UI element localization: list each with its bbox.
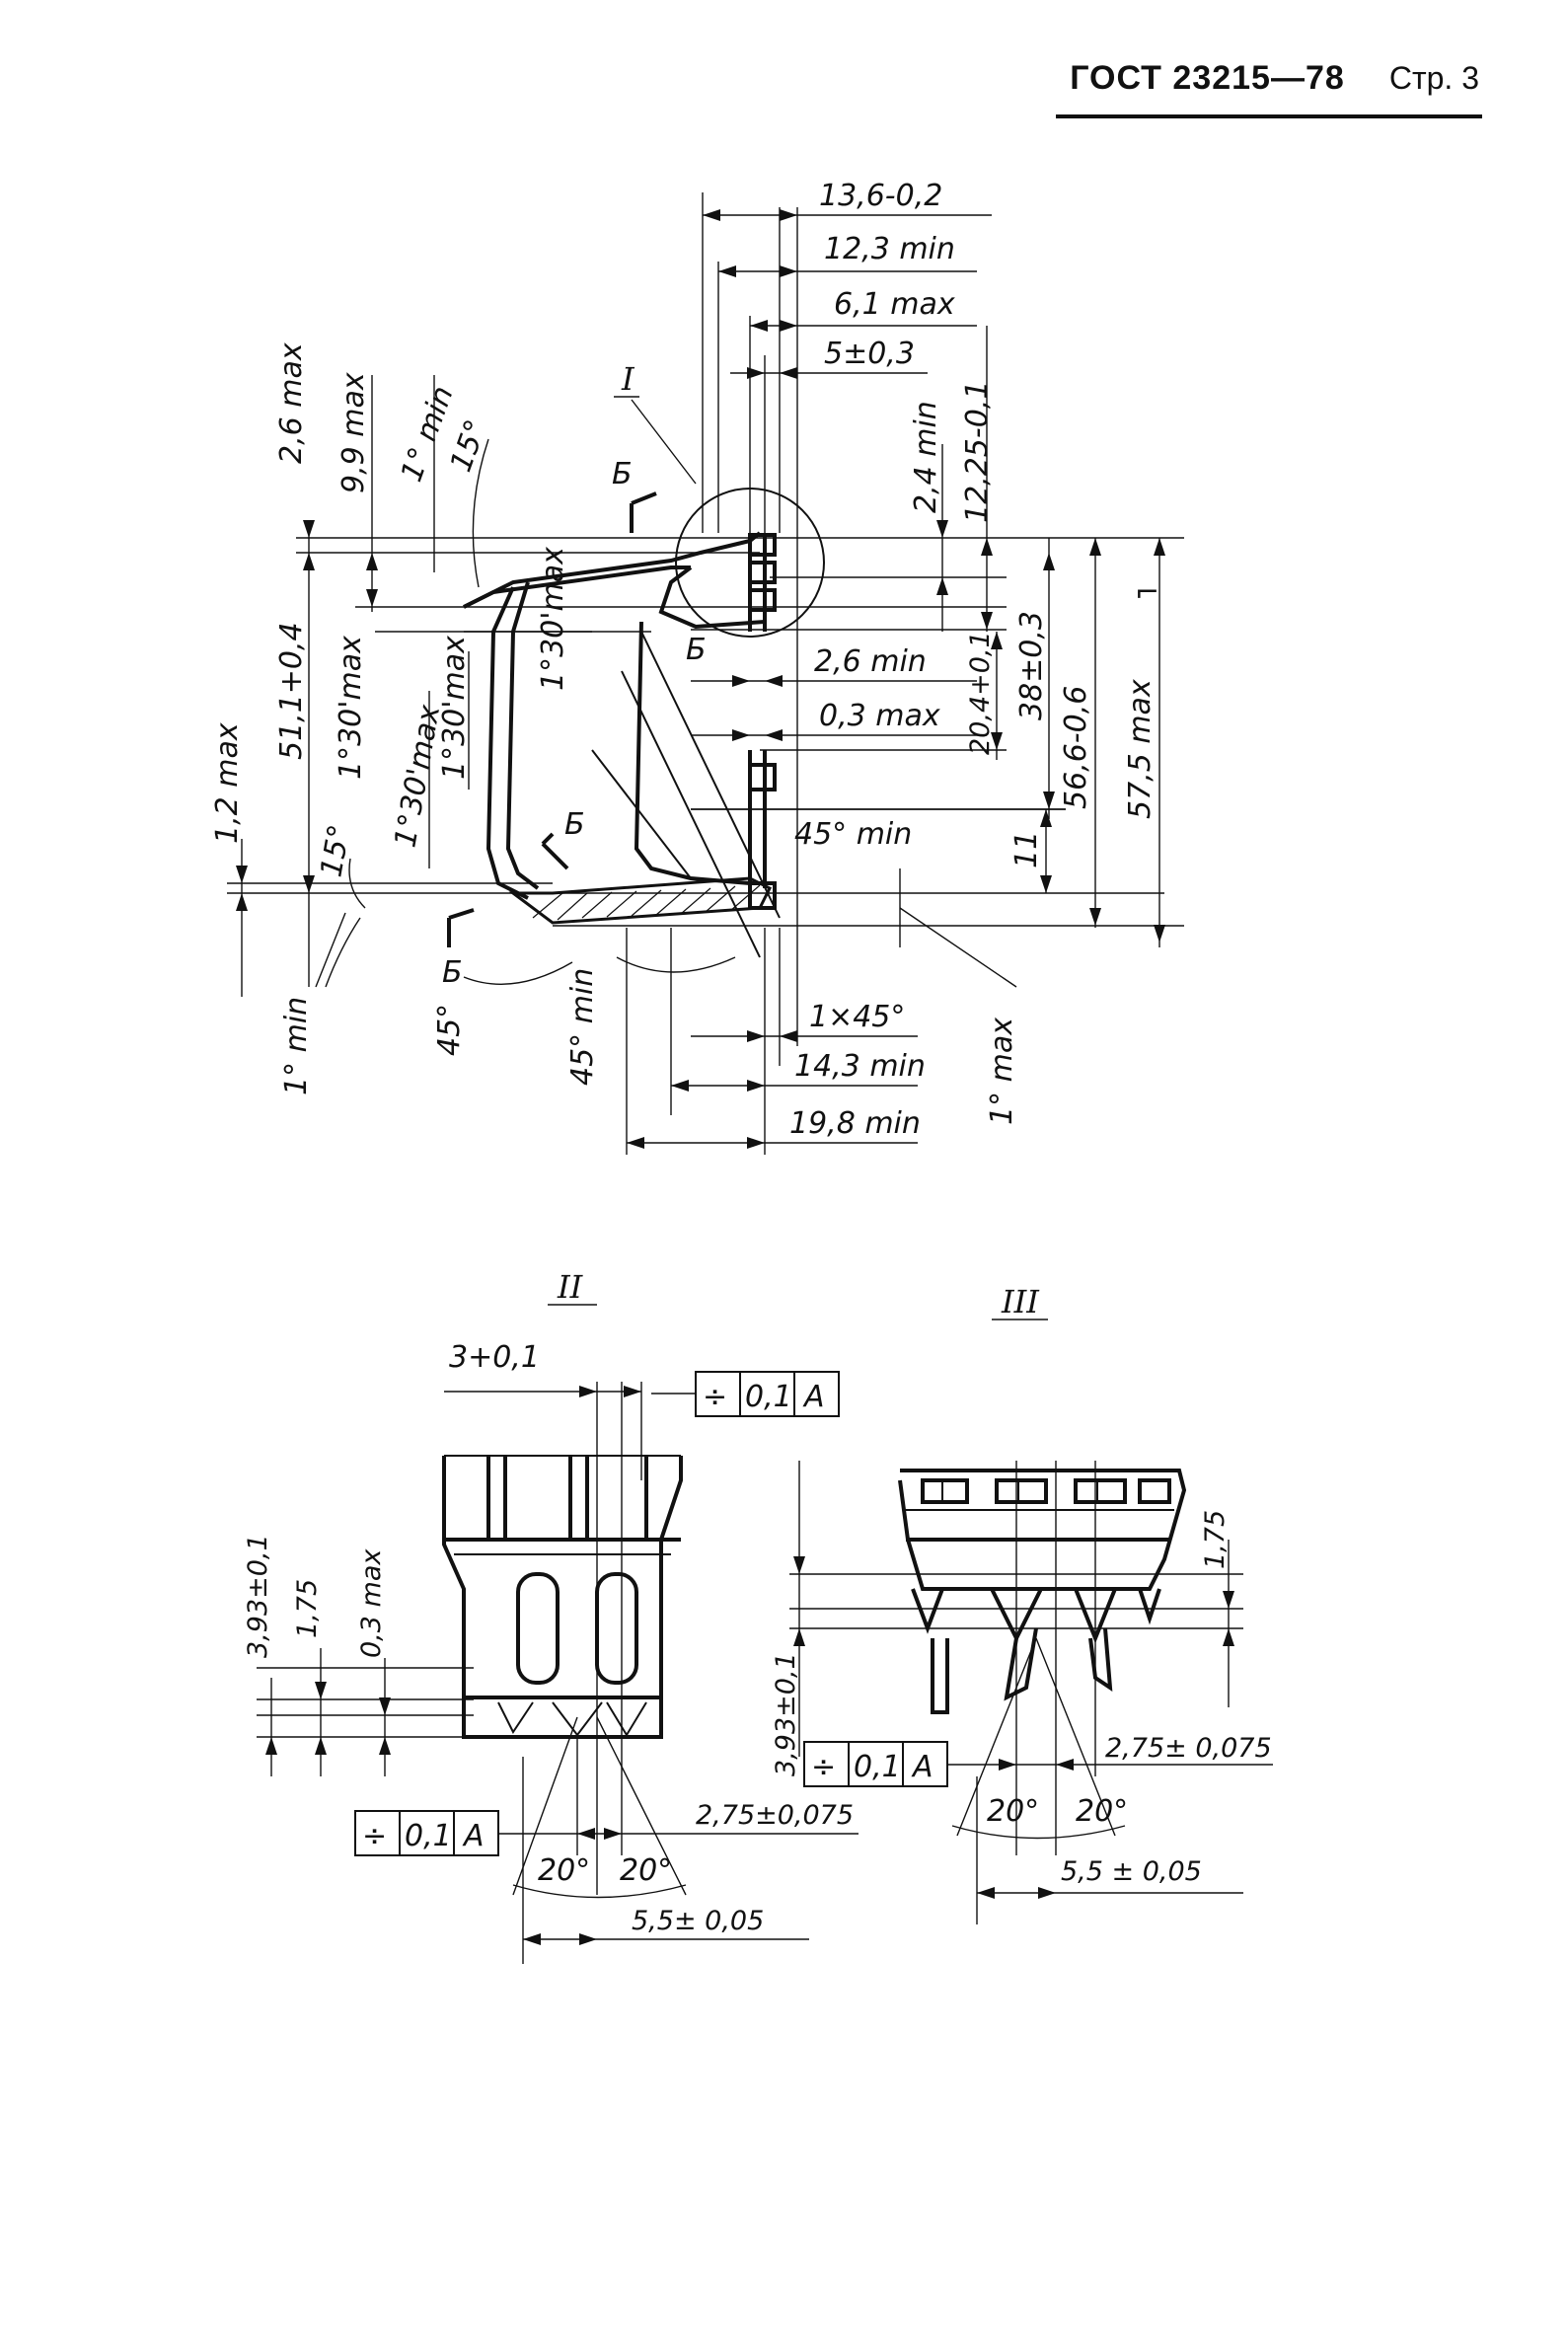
dim-1deg-min-bottom: 1° min (279, 997, 314, 1095)
dim-2-75-III: 2,75± 0,075 (1105, 1733, 1272, 1764)
dim-5-5-II: 5,5± 0,05 (632, 1906, 764, 1936)
dim-56-6: 56,6-0,6 (1059, 686, 1093, 809)
dim-1deg30-d: 1°30'max (536, 547, 570, 691)
dim-2-6-max: 2,6 max (274, 342, 309, 464)
dim-1deg30-a: 1°30'max (334, 636, 368, 780)
hook-mark: ⌐ (1135, 575, 1159, 610)
dim-1-2-max: 1,2 max (210, 722, 245, 844)
dim-2-4-min: 2,4 min (909, 401, 943, 513)
dim-12-3: 12,3 min (824, 232, 955, 266)
detail-label-III: III (1001, 1283, 1040, 1320)
detail-view-III: III 3,93±0,1 1,75 (771, 1283, 1273, 1924)
dim-1x45: 1×45° (809, 1000, 905, 1034)
dim-2-75-II: 2,75±0,075 (696, 1800, 854, 1831)
svg-text:A: A (911, 1750, 933, 1784)
section-marker-top: Б (612, 457, 633, 491)
svg-text:÷: ÷ (703, 1380, 727, 1414)
svg-text:0,1: 0,1 (854, 1750, 901, 1784)
svg-text:÷: ÷ (811, 1750, 836, 1784)
dim-1-75-III: 1,75 (1200, 1510, 1231, 1569)
dim-5: 5±0,3 (824, 337, 915, 371)
dim-20-4: 20,4+0,1 (965, 631, 996, 755)
section-marker-mid: Б (686, 633, 707, 667)
dim-11: 11 (1009, 831, 1044, 868)
dim-20deg-III-a: 20° (987, 1794, 1039, 1829)
dim-20deg-II-a: 20° (538, 1853, 590, 1888)
dim-45deg-min-right: 45° min (794, 817, 912, 852)
page-header: ГОСТ 23215—78 Стр. 3 (1070, 59, 1479, 98)
dim-0-3-max: 0,3 max (819, 699, 940, 733)
svg-text:0,1: 0,1 (745, 1380, 792, 1414)
dim-15deg-bottom: 15° (314, 822, 357, 879)
standard-number: ГОСТ 23215—78 (1070, 59, 1345, 97)
dim-6-1: 6,1 max (834, 287, 955, 322)
detail-label-I: I (621, 360, 635, 398)
dim-5-5-III: 5,5 ± 0,05 (1061, 1856, 1202, 1887)
tolerance-frame-III: ÷ 0,1 A (803, 1741, 1273, 1787)
dim-1deg-max: 1° max (985, 1018, 1019, 1125)
dim-1-75-II: 1,75 (292, 1579, 323, 1638)
dim-2-6-min: 2,6 min (814, 644, 927, 679)
tolerance-frame-II-bottom: ÷ 0,1 A (354, 1810, 859, 1856)
svg-text:÷: ÷ (362, 1819, 387, 1853)
dim-45deg-min-left: 45° min (565, 968, 600, 1086)
dim-57-5-max: 57,5 max (1123, 679, 1157, 819)
dim-1deg-min: 1° min (395, 382, 461, 487)
detail-label-II: II (557, 1268, 584, 1306)
dim-12-25: 12,25-0,1 (960, 381, 995, 523)
dim-3-93-II: 3,93±0,1 (243, 1534, 273, 1658)
dim-3-plus: 3+0,1 (449, 1340, 540, 1375)
dim-14-3: 14,3 min (794, 1049, 926, 1084)
dim-20deg-III-b: 20° (1076, 1794, 1128, 1829)
dim-0-3-max-II: 0,3 max (356, 1548, 387, 1658)
tolerance-frame-II-top: ÷ 0,1 A (651, 1371, 840, 1417)
dim-3-93-III: 3,93±0,1 (771, 1652, 801, 1776)
header-rule (1056, 114, 1482, 118)
svg-text:A: A (462, 1819, 485, 1853)
dim-13-6: 13,6-0,2 (819, 179, 942, 213)
svg-text:0,1: 0,1 (405, 1819, 452, 1853)
page-number: Стр. 3 (1388, 60, 1479, 96)
section-marker-inner: Б (564, 807, 585, 842)
dim-15deg-top: 15° (444, 415, 494, 477)
dim-19-8: 19,8 min (789, 1106, 921, 1141)
dim-20deg-II-b: 20° (620, 1853, 672, 1888)
detail-view-II: II 3+0,1 ÷ 0,1 A (243, 1268, 859, 1964)
dim-38: 38±0,3 (1014, 611, 1049, 720)
svg-text:A: A (802, 1380, 825, 1414)
dim-1deg30-c: 1°30'max (437, 636, 472, 780)
dim-45deg: 45° (432, 1004, 467, 1056)
dim-9-9-max: 9,9 max (336, 372, 371, 493)
dim-51-1: 51,1+0,4 (274, 622, 309, 760)
main-view: 13,6-0,2 12,3 min 6,1 max 5±0,3 I Б (210, 179, 1184, 1155)
section-marker-bottom: Б (442, 955, 463, 990)
